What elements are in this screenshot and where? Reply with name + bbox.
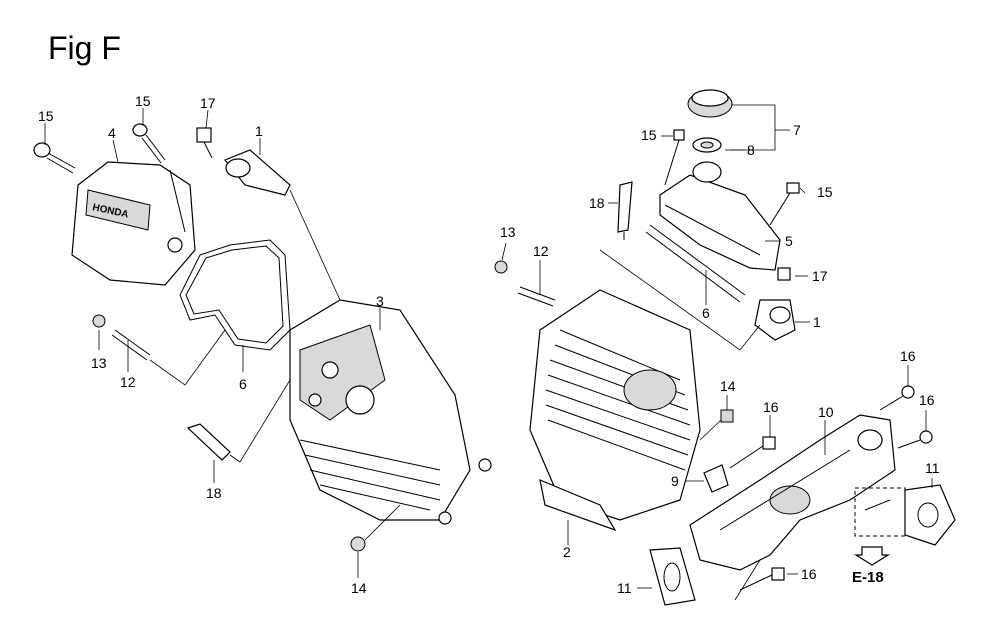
figure-title: Fig F bbox=[48, 30, 121, 66]
bracket-1-left bbox=[224, 149, 291, 196]
bolt-16-b bbox=[897, 430, 933, 449]
leader-lines-left bbox=[44, 108, 401, 578]
seal-8 bbox=[692, 137, 722, 153]
gasket-6-right bbox=[645, 224, 746, 303]
callout-18-left: 18 bbox=[206, 485, 222, 501]
insulator-9 bbox=[703, 464, 729, 493]
bolt-16-d bbox=[739, 567, 785, 591]
callout-18-right: 18 bbox=[589, 195, 605, 211]
cylinder-head-3 bbox=[289, 299, 492, 525]
leader-lines-right bbox=[501, 104, 933, 601]
spark-plug-18-left bbox=[186, 423, 241, 463]
callout-15-right-top: 15 bbox=[641, 127, 657, 143]
stud-12-right bbox=[517, 286, 556, 307]
bracket-1-right bbox=[754, 299, 796, 341]
valve-cover-4: HONDA bbox=[71, 161, 196, 286]
callout-12-right: 12 bbox=[533, 243, 549, 259]
gasket-11-bottom bbox=[649, 547, 696, 606]
reference-e18-box bbox=[853, 487, 906, 566]
bolt-17-left bbox=[196, 127, 213, 159]
callout-16-b: 16 bbox=[919, 392, 935, 408]
gasket-11-right bbox=[904, 484, 956, 546]
bolt-15-right-top bbox=[664, 129, 685, 186]
callout-3: 3 bbox=[376, 293, 384, 309]
callout-1-left: 1 bbox=[255, 123, 263, 139]
nut-14-left bbox=[350, 536, 366, 552]
callout-1-right: 1 bbox=[813, 314, 821, 330]
bolt-17-right bbox=[777, 267, 791, 281]
gasket-6-left bbox=[179, 239, 291, 351]
callout-14-left: 14 bbox=[351, 580, 367, 596]
callout-16-d: 16 bbox=[801, 566, 817, 582]
callout-13-right: 13 bbox=[500, 224, 516, 240]
spark-plug-18-right bbox=[617, 181, 633, 240]
callout-17-left: 17 bbox=[200, 95, 216, 111]
bolt-15-right bbox=[769, 182, 800, 226]
callout-15-second: 15 bbox=[135, 93, 151, 109]
nut-13-left bbox=[92, 314, 106, 328]
reference-label-e18: E-18 bbox=[852, 569, 884, 586]
callout-10: 10 bbox=[818, 404, 834, 420]
callout-11-bottom: 11 bbox=[617, 580, 632, 596]
callout-16-a: 16 bbox=[900, 348, 916, 364]
callout-6-right: 6 bbox=[702, 305, 710, 321]
callout-4: 4 bbox=[108, 125, 116, 141]
intake-manifold-10 bbox=[689, 414, 896, 571]
callout-12-left: 12 bbox=[120, 374, 136, 390]
callout-11-right: 11 bbox=[925, 460, 940, 476]
callout-15-right: 15 bbox=[817, 184, 833, 200]
bolt-15-second bbox=[132, 123, 166, 164]
bolt-16-a bbox=[879, 385, 915, 411]
bolt-16-c bbox=[729, 436, 776, 469]
callout-16-c: 16 bbox=[763, 399, 779, 415]
nut-14-right bbox=[720, 409, 734, 423]
callout-9: 9 bbox=[671, 473, 679, 489]
oil-cap-7 bbox=[687, 89, 733, 118]
cylinder-2 bbox=[529, 289, 701, 532]
callout-8: 8 bbox=[747, 142, 755, 158]
callout-7: 7 bbox=[793, 122, 801, 138]
callout-15-left: 15 bbox=[38, 108, 54, 124]
callout-2: 2 bbox=[563, 544, 571, 560]
callout-5: 5 bbox=[785, 233, 793, 249]
nut-13-right bbox=[494, 260, 508, 274]
valve-cover-5 bbox=[659, 161, 781, 271]
callout-6-left: 6 bbox=[239, 376, 247, 392]
callout-13-left: 13 bbox=[91, 355, 107, 371]
callout-14-right: 14 bbox=[720, 378, 736, 394]
bolt-15-left bbox=[33, 142, 76, 174]
stud-12-left bbox=[111, 329, 151, 361]
callout-17-right: 17 bbox=[812, 268, 828, 284]
